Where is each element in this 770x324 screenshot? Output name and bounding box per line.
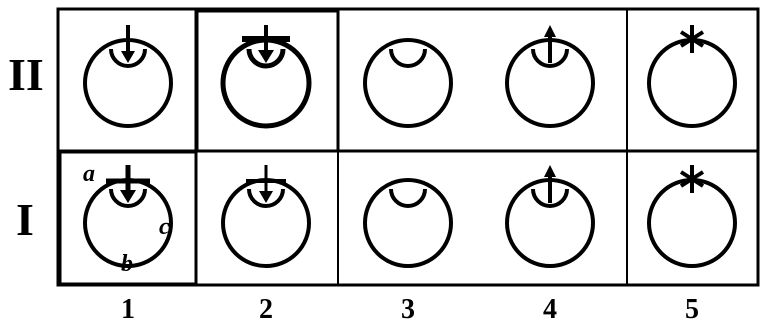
outer-circle (365, 40, 451, 126)
cell-i-4 (507, 165, 593, 266)
arrow-up-icon (544, 165, 556, 203)
arrow-down-icon (121, 25, 135, 63)
part-label-b: b (121, 251, 133, 277)
row-label-i: I (16, 194, 34, 245)
arrow-down-icon (259, 165, 273, 203)
arrow-down-icon (258, 25, 274, 63)
arrow-down-icon (120, 165, 136, 203)
outer-circle (365, 180, 451, 266)
cell-i-3 (365, 180, 451, 266)
part-label-a: a (83, 161, 95, 187)
part-label-c: c (159, 214, 170, 240)
column-label-1: 1 (121, 294, 135, 324)
cell-ii-2 (223, 25, 309, 126)
cell-ii-3 (365, 40, 451, 126)
cell-ii-1 (85, 25, 171, 126)
column-label-5: 5 (685, 294, 699, 324)
inner-pocket (391, 49, 425, 66)
column-label-3: 3 (401, 294, 415, 324)
cell-ii-5 (649, 25, 735, 126)
cell-i-2 (223, 165, 309, 266)
cell-ii-4 (507, 25, 593, 126)
cell-i-5 (649, 165, 735, 266)
column-label-2: 2 (259, 294, 273, 324)
inner-pocket (391, 189, 425, 206)
row-label-ii: II (8, 49, 44, 100)
column-label-4: 4 (543, 294, 557, 324)
arrow-up-icon (544, 25, 556, 63)
